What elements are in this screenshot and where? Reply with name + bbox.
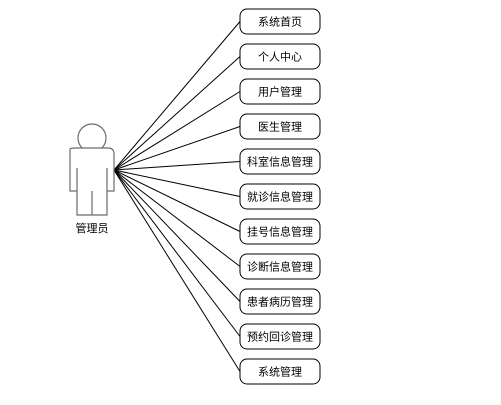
use-case-box [239, 323, 321, 350]
use-case-label: 科室信息管理 [247, 155, 313, 169]
use-case-node: 个人中心 [239, 43, 321, 70]
connector-line [113, 21, 241, 171]
use-case-node: 科室信息管理 [239, 148, 321, 175]
use-case-box [239, 113, 321, 140]
use-case-list: 系统首页个人中心用户管理医生管理科室信息管理就诊信息管理挂号信息管理诊断信息管理… [239, 8, 321, 385]
use-case-label: 诊断信息管理 [247, 260, 313, 274]
use-case-label: 个人中心 [258, 51, 302, 64]
connector-line [113, 169, 241, 232]
use-case-box [239, 183, 321, 210]
use-case-node: 预约回诊管理 [239, 323, 321, 350]
use-case-box [239, 148, 321, 175]
connector-line [113, 169, 241, 197]
connector-line [113, 91, 241, 171]
use-case-box [239, 218, 321, 245]
use-case-box [239, 78, 321, 105]
actor-body [69, 147, 115, 216]
use-case-label: 就诊信息管理 [247, 190, 313, 204]
connector-lines [113, 21, 241, 372]
connector-line [113, 169, 241, 267]
use-case-box [239, 288, 321, 315]
actor-figure: 管理员 [69, 123, 115, 235]
use-case-box [239, 8, 321, 35]
connector-line [113, 56, 241, 171]
use-case-label: 用户管理 [258, 85, 302, 99]
use-case-label: 患者病历管理 [247, 295, 313, 309]
use-case-label: 预约回诊管理 [247, 330, 313, 344]
connector-line [113, 169, 241, 372]
connector-line [113, 169, 241, 337]
use-case-node: 医生管理 [239, 113, 321, 140]
use-case-node: 系统管理 [239, 358, 321, 385]
use-case-box [239, 253, 321, 280]
use-case-node: 诊断信息管理 [239, 253, 321, 280]
use-case-box [239, 43, 321, 70]
connector-line [113, 161, 241, 171]
use-case-node: 用户管理 [239, 78, 321, 105]
use-case-node: 系统首页 [239, 8, 321, 35]
use-case-node: 就诊信息管理 [239, 183, 321, 210]
use-case-node: 患者病历管理 [239, 288, 321, 315]
use-case-label: 医生管理 [258, 120, 302, 134]
use-case-label: 挂号信息管理 [247, 225, 313, 239]
actor-label: 管理员 [76, 221, 109, 235]
use-case-label: 系统管理 [258, 365, 302, 379]
use-case-box [239, 358, 321, 385]
use-case-label: 系统首页 [258, 15, 302, 29]
connector-line [113, 169, 241, 302]
connector-line [113, 126, 241, 171]
use-case-node: 挂号信息管理 [239, 218, 321, 245]
